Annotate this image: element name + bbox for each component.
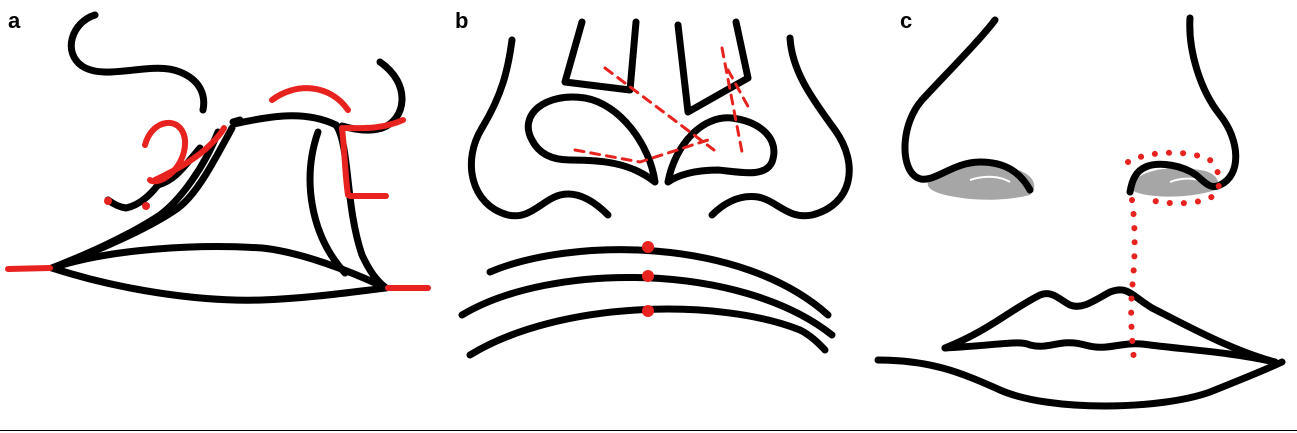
- guide-right-vertical: [722, 48, 742, 152]
- lip-side-line: [310, 132, 345, 273]
- columella-right-outline: [678, 22, 748, 112]
- left-nostril-outline: [528, 97, 655, 182]
- marking-columella-line: [342, 128, 348, 195]
- panel-c: c: [870, 0, 1297, 420]
- panel-b-drawing: [440, 0, 870, 420]
- lower-lip-outline: [52, 268, 386, 300]
- nose-ala-outline: [71, 15, 203, 110]
- panel-c-outlines: [878, 18, 1282, 406]
- panel-b-outlines: [462, 22, 849, 355]
- panel-a: a: [0, 0, 440, 420]
- point-arch-lower: [642, 305, 654, 317]
- nasal-tip-outline: [342, 62, 402, 130]
- figure-bottom-rule: [0, 430, 1297, 431]
- right-nose-outline: [1130, 18, 1236, 192]
- marking-tip-curve: [345, 120, 403, 128]
- columella-left-outline: [565, 22, 636, 90]
- right-ala-outline: [712, 38, 849, 216]
- panel-c-drawing: [870, 0, 1297, 420]
- point-nostril-sill: [142, 202, 150, 210]
- left-nose-outline: [905, 20, 1030, 190]
- panel-a-drawing: [0, 0, 440, 420]
- panel-a-left-stub: [233, 120, 240, 122]
- panel-a-outlines: [52, 15, 402, 300]
- marking-dome: [272, 88, 348, 110]
- panel-b: b: [440, 0, 870, 420]
- marking-left-commissure: [8, 268, 50, 269]
- upper-lip-top: [234, 116, 336, 125]
- dotted-philtrum-line: [1131, 200, 1134, 360]
- point-arch-middle: [642, 270, 654, 282]
- left-ala-outline: [471, 40, 608, 216]
- point-arch-upper: [642, 241, 654, 253]
- lower-lip-outline: [878, 360, 1282, 406]
- point-alar-base: [104, 197, 112, 205]
- panel-c-shading: [928, 165, 1219, 200]
